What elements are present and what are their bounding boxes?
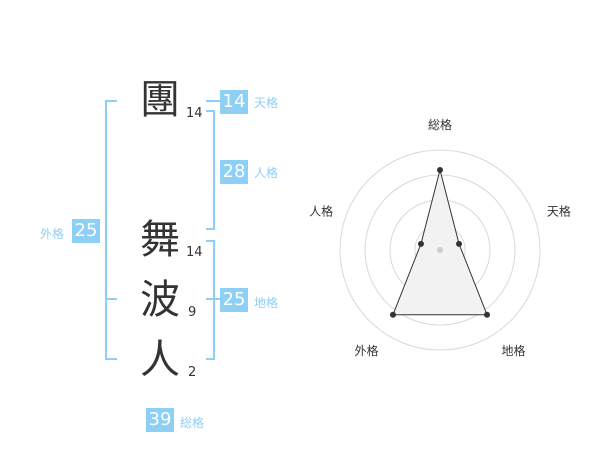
character-1: 團 [140,77,180,123]
chikaku-bracket-middle [206,298,220,300]
radar-point [484,311,491,318]
stroke-count-2: 14 [186,245,203,260]
character-3: 波 [140,277,180,323]
jinkaku-bracket-top [206,110,215,112]
jinkaku-value: 28 [220,160,248,184]
radar-center-dot [437,247,443,253]
radar-point [389,311,396,318]
chikaku-value: 25 [220,288,248,312]
chikaku-bracket-vertical [213,240,215,360]
outer-bracket-top [105,100,117,102]
radar-axis-label: 地格 [501,343,525,358]
radar-point [417,240,424,247]
radar-axis-label: 天格 [547,203,571,218]
chikaku-label: 地格 [254,296,279,310]
stroke-count-1: 14 [186,106,203,121]
character-2: 舞 [140,217,180,263]
radar-area [392,169,488,316]
radar-point [437,167,443,173]
jinkaku-label: 人格 [254,166,279,180]
jinkaku-bracket-bottom [206,228,215,230]
radar-point [456,240,463,247]
character-4: 人 [140,337,180,383]
chikaku-bracket-bottom [206,358,215,360]
tenkaku-bracket [206,100,220,102]
stroke-count-4: 2 [188,365,197,380]
tenkaku-value: 14 [220,90,248,114]
outer-bracket-vertical [105,100,107,360]
soukaku-value: 39 [146,408,174,432]
gaikaku-label: 外格 [40,227,65,241]
radar-axis-label: 人格 [309,203,333,218]
soukaku-label: 総格 [180,416,205,430]
radar-ring [339,149,541,351]
chikaku-bracket-top [206,240,215,242]
jinkaku-bracket-vertical [213,110,215,230]
tenkaku-label: 天格 [254,96,279,110]
gaikaku-value: 25 [72,219,100,243]
outer-bracket-bottom [105,358,117,360]
stroke-count-3: 9 [188,305,197,320]
outer-bracket-middle [105,298,117,300]
radar-axis-label: 外格 [355,343,379,358]
radar-axis-label: 総格 [428,117,452,132]
